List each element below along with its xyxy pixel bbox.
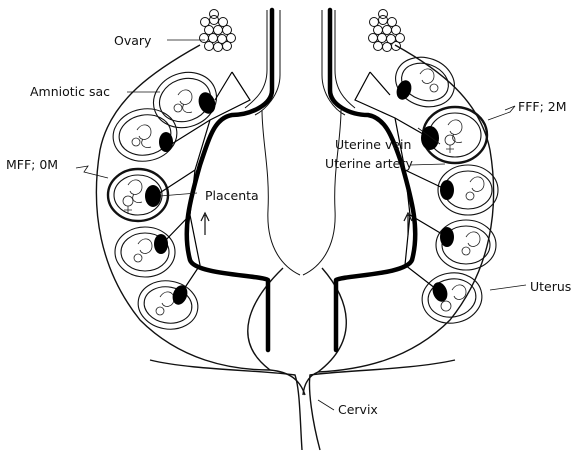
label-placenta: Placenta <box>205 188 259 203</box>
right-ovary <box>369 10 405 52</box>
label-mff: MFF; 0M <box>6 157 58 172</box>
label-uterine-artery: Uterine artery <box>325 156 413 171</box>
uterine-arteries <box>155 72 447 295</box>
fetuses <box>123 69 484 315</box>
flow-arrows <box>201 213 412 235</box>
leader-lines <box>76 40 526 410</box>
uterine-veins <box>187 10 416 350</box>
label-ovary: Ovary <box>114 33 152 48</box>
label-uterus: Uterus <box>530 279 571 294</box>
label-uterine-vein: Uterine vein <box>335 137 411 152</box>
label-cervix: Cervix <box>338 402 378 417</box>
label-amniotic-sac: Amniotic sac <box>30 84 110 99</box>
left-ovary <box>200 10 236 52</box>
label-fff: FFF; 2M <box>518 99 567 114</box>
